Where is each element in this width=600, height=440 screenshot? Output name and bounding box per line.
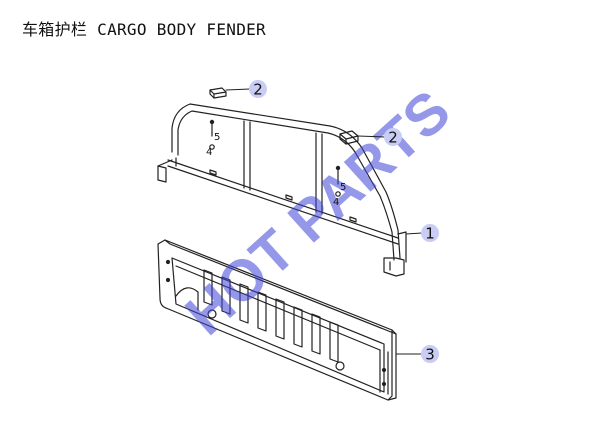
callout-1-label: 1 — [425, 225, 435, 243]
fender-frame — [157, 103, 407, 277]
callout-2a-label: 2 — [253, 81, 263, 99]
callout-2a: 2 — [249, 80, 267, 99]
callout-2b: 2 — [384, 128, 402, 147]
page-title: 车箱护栏 CARGO BODY FENDER — [22, 20, 266, 39]
label-4a: 4 — [206, 147, 212, 158]
watermark-text: HOT PARTS — [173, 78, 462, 348]
callout-leaders — [225, 88, 423, 355]
callout-3: 3 — [421, 345, 439, 364]
clip-part-2a — [209, 87, 227, 99]
bolt-part-4-5a — [209, 119, 215, 150]
label-4b: 4 — [333, 197, 339, 208]
callout-1: 1 — [421, 224, 439, 243]
label-5b: 5 — [340, 182, 346, 193]
bolt-part-4-5b — [335, 165, 341, 197]
tailgate-panel — [157, 239, 397, 401]
callout-3-label: 3 — [425, 346, 435, 364]
callout-2b-label: 2 — [388, 129, 398, 147]
label-5a: 5 — [214, 132, 220, 143]
